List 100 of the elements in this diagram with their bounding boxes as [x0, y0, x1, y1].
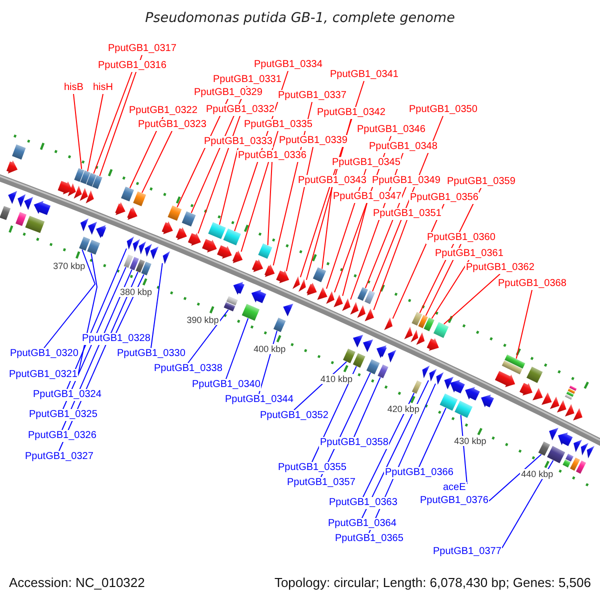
gene-feature	[357, 305, 366, 318]
gene-label: PputGB1_0337	[277, 90, 348, 102]
gene-label: PputGB1_0365	[334, 533, 404, 545]
gene-label: PputGB1_0336	[237, 150, 308, 162]
gene-feature	[264, 264, 275, 278]
gene-label: PputGB1_0327	[24, 451, 94, 463]
gene-feature	[426, 338, 439, 351]
gene-label: PputGB1_0351	[372, 208, 442, 220]
gene-label: PputGB1_0340	[191, 379, 262, 391]
leader-line	[443, 274, 500, 325]
gene-block	[133, 191, 146, 206]
gene-feature	[556, 400, 566, 413]
gene-label: PputGB1_0326	[27, 430, 98, 442]
gene-block	[547, 446, 566, 464]
gene-block	[412, 380, 422, 394]
leader-line	[342, 202, 368, 296]
leader-line	[516, 290, 532, 360]
gene-block	[124, 254, 134, 268]
gene-label: PputGB1_0342	[316, 107, 386, 119]
gene-block	[502, 360, 522, 374]
leader-line	[418, 408, 446, 468]
gene-label: PputGB1_0323	[137, 119, 208, 131]
leader-line	[354, 376, 381, 438]
gene-label: PputGB1_0350	[408, 104, 478, 116]
gene-label: PputGB1_0355	[277, 462, 348, 474]
gene-feature	[364, 308, 374, 322]
gene-block	[566, 454, 574, 462]
gene-label: PputGB1_0343	[297, 175, 368, 187]
gene-block	[440, 394, 458, 411]
gene-label: PputGB1_0332	[205, 104, 276, 116]
gene-feature	[18, 194, 26, 208]
gene-block	[352, 353, 366, 368]
gene-feature	[202, 238, 217, 252]
gene-block	[136, 259, 145, 273]
gene-feature	[410, 330, 418, 342]
gene-feature	[388, 350, 396, 363]
gene-feature	[429, 368, 437, 382]
leader-line	[198, 116, 240, 234]
gene-feature	[404, 326, 413, 340]
gene-block	[80, 170, 90, 184]
leader-line	[93, 72, 132, 174]
gene-block	[208, 222, 226, 240]
gene-feature	[150, 246, 159, 260]
gene-label: PputGB1_0338	[153, 363, 224, 375]
genome-summary-text: Topology: circular; Length: 6,078,430 bp; Genes: 5,506	[274, 575, 591, 590]
gene-feature	[176, 227, 187, 240]
leader-line	[286, 146, 314, 272]
leader-line	[44, 249, 96, 348]
gene-label: PputGB1_0364	[327, 518, 398, 530]
gene-feature	[6, 160, 18, 174]
leader-line	[219, 148, 238, 226]
gene-label: PputGB1_0362	[465, 262, 536, 274]
gene-feature	[450, 380, 465, 394]
gene-feature	[252, 259, 264, 272]
gene-block	[366, 359, 380, 374]
gene-block	[378, 364, 388, 378]
scale-label: 380 kbp	[118, 287, 153, 298]
gene-feature	[233, 282, 244, 295]
scale-label: 400 kbp	[252, 344, 287, 354]
leader-line	[226, 318, 249, 380]
diagram-title: Pseudomonas putida GB-1, complete genome	[145, 10, 455, 26]
gene-label: PputGB1_0348	[368, 141, 438, 153]
accession-text: Accession: NC_010322	[9, 575, 145, 590]
gene-feature	[96, 225, 106, 238]
gene-feature	[80, 218, 89, 232]
gene-block	[130, 256, 139, 270]
gene-feature	[80, 188, 88, 201]
gene-block	[434, 322, 449, 338]
gene-block	[16, 212, 26, 226]
gene-block	[538, 442, 550, 456]
leader-line	[431, 260, 470, 319]
gene-feature	[132, 238, 140, 252]
gene-feature	[58, 180, 73, 194]
gene-feature	[86, 190, 94, 204]
gene-block	[364, 290, 376, 304]
gene-label: PputGB1_0368	[497, 278, 568, 290]
leader-line	[188, 309, 229, 364]
scale-label: 430 kbp	[453, 436, 488, 446]
leader-line	[362, 392, 415, 498]
gene-feature	[162, 251, 170, 264]
gene-label: PputGB1_0316	[97, 60, 168, 72]
leader-line	[150, 262, 163, 348]
gene-label: PputGB1_0377	[432, 546, 502, 558]
gene-label: PputGB1_0361	[434, 248, 504, 260]
gene-feature	[362, 339, 374, 352]
gene-label: PputGB1_0346	[356, 124, 426, 136]
gene-block	[566, 391, 574, 397]
gene-label: PputGB1_0341	[329, 69, 400, 81]
gene-label: hisH	[92, 82, 114, 94]
gene-feature	[465, 387, 480, 401]
gene-block	[168, 205, 182, 221]
gene-label: PputGB1_0349	[371, 175, 442, 187]
gene-feature	[144, 244, 152, 257]
gene-block	[576, 460, 586, 474]
gene-block	[412, 312, 422, 326]
gene-label: PputGB1_0320	[9, 348, 80, 360]
gene-feature	[416, 332, 425, 345]
gene-feature	[326, 291, 334, 304]
gene-block	[424, 318, 434, 332]
leader-line	[142, 130, 172, 194]
